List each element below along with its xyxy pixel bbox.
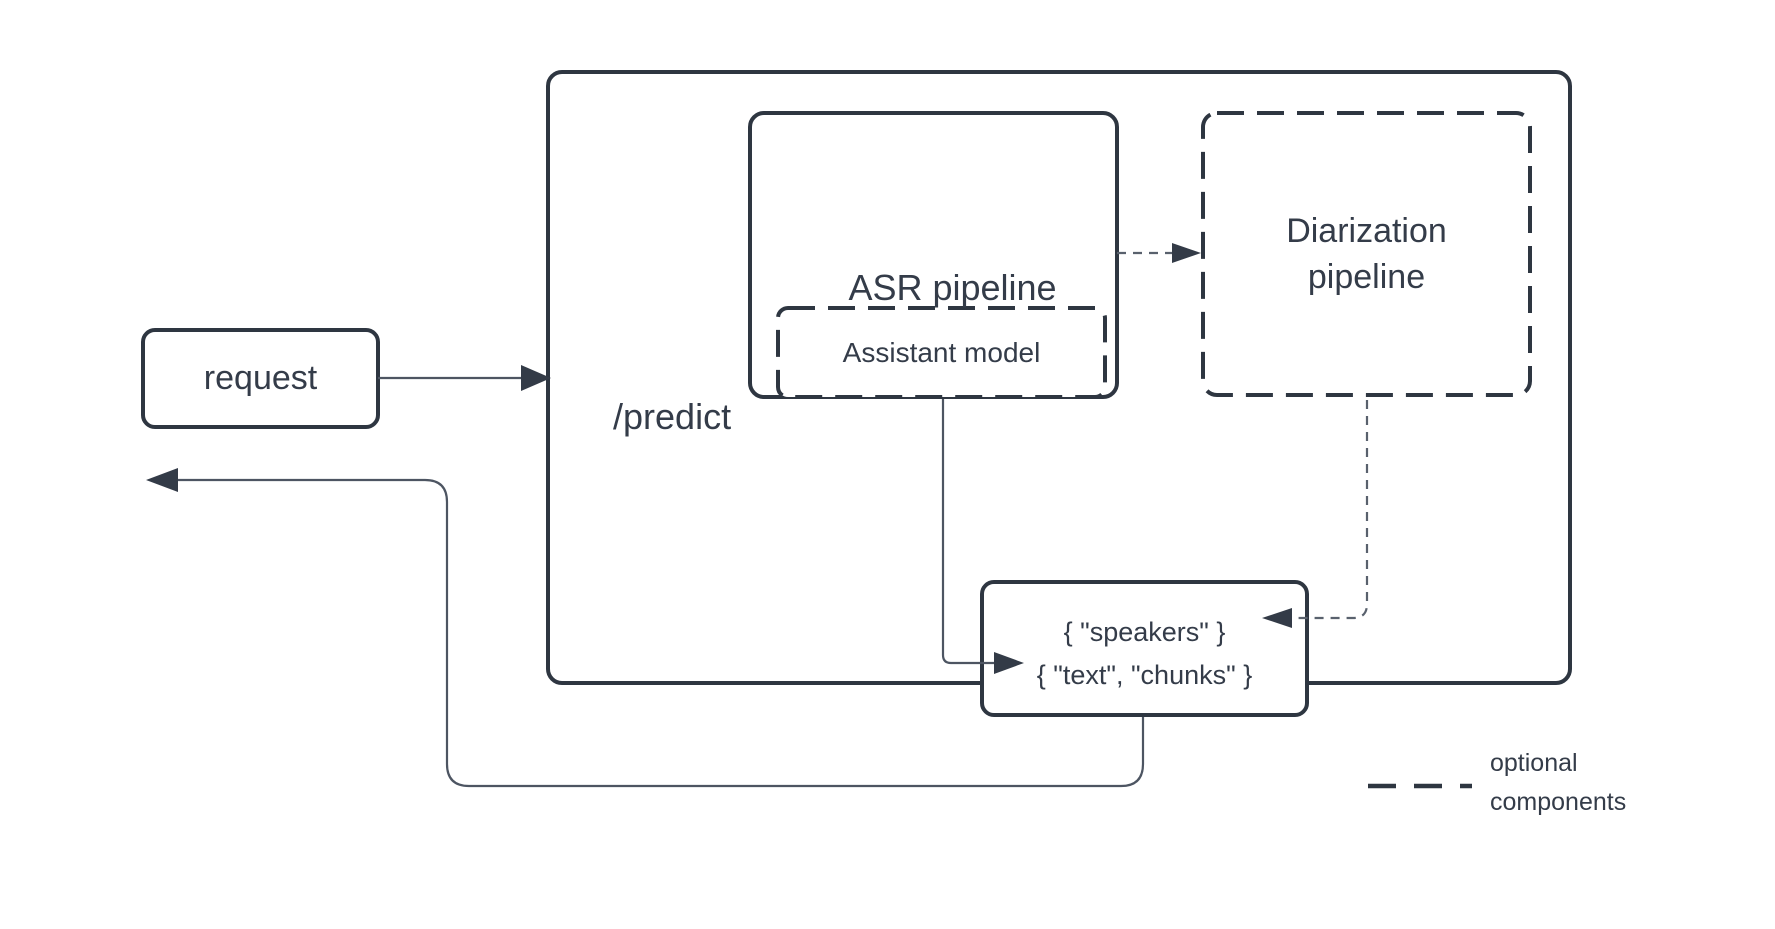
assistant-model-box — [776, 306, 1107, 399]
asr-pipeline-label-text: ASR pipeline — [848, 267, 1057, 308]
output-speakers-text: { "speakers" } — [1063, 616, 1226, 647]
request-label-text: request — [203, 359, 318, 397]
assistant-model-label-text: Assistant model — [842, 336, 1041, 368]
request-label: request — [143, 330, 378, 427]
legend-label-text: optional components — [1490, 749, 1627, 816]
asr-pipeline-label: ASR pipeline — [750, 228, 1117, 348]
diarization-pipeline-box — [1201, 111, 1532, 397]
output-json-label: { "speakers" } { "text", "chunks" } — [982, 582, 1307, 715]
diarization-pipeline-label-text: Diarization pipeline — [1286, 212, 1447, 296]
predict-endpoint-label: /predict — [573, 354, 731, 480]
assistant-model-label: Assistant model — [778, 308, 1105, 397]
diarization-pipeline-label: Diarization pipeline — [1203, 113, 1530, 395]
output-text-chunks-text: { "text", "chunks" } — [1036, 659, 1253, 690]
predict-endpoint-label-text: /predict — [613, 396, 732, 437]
legend-label: optional components — [1490, 744, 1700, 822]
